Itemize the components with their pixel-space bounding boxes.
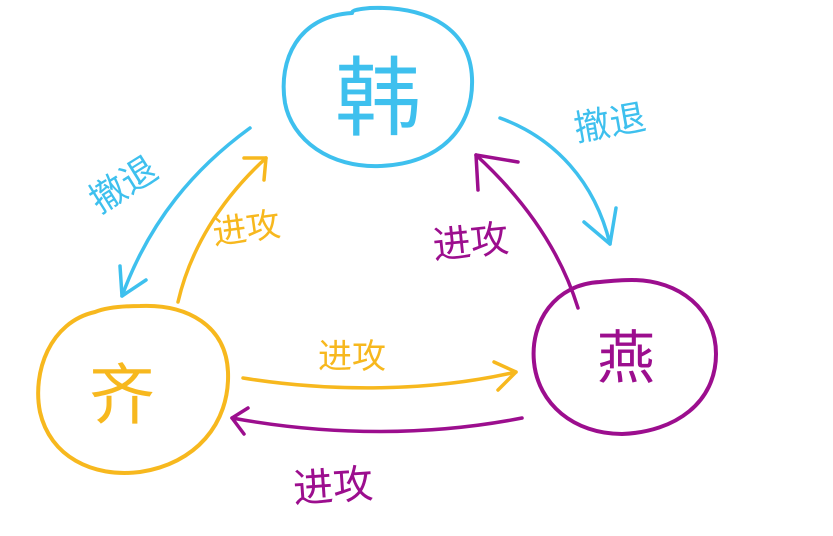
edge-han-to-yan: 撤退 xyxy=(498,97,649,246)
edge-han-to-yan-label: 撤退 xyxy=(571,97,649,150)
edge-qi-to-han: 进攻 xyxy=(176,156,283,304)
edge-qi-to-han-line xyxy=(176,156,268,304)
edge-yan-to-han: 进攻 xyxy=(431,153,580,310)
edge-qi-to-han-label: 进攻 xyxy=(210,205,283,254)
node-han-circle xyxy=(281,5,475,169)
node-qi-label: 齐 xyxy=(89,357,155,434)
node-yan-circle xyxy=(531,278,718,436)
edge-yan-to-qi-label: 进攻 xyxy=(292,461,375,512)
edge-han-to-yan-line xyxy=(498,116,612,246)
node-han-label: 韩 xyxy=(335,49,421,149)
edge-qi-to-yan: 进攻 xyxy=(241,337,518,392)
node-yan-label: 燕 xyxy=(597,324,655,392)
edge-qi-to-yan-arrowhead xyxy=(492,360,518,392)
node-qi: 齐 xyxy=(36,303,231,475)
edge-han-to-qi-line xyxy=(120,126,252,298)
edge-han-to-qi-label: 撤退 xyxy=(83,149,166,222)
edge-yan-to-han-arrowhead xyxy=(474,153,520,192)
edge-yan-to-qi: 进攻 xyxy=(230,406,524,513)
edge-yan-to-qi-line xyxy=(230,416,524,434)
edge-yan-to-qi-arrowhead xyxy=(230,406,250,436)
edge-qi-to-yan-label: 进攻 xyxy=(318,337,386,377)
node-qi-circle xyxy=(36,303,231,475)
edge-qi-to-yan-line xyxy=(241,370,518,390)
edge-han-to-yan-arrowhead xyxy=(582,206,618,246)
edge-han-to-qi-arrowhead xyxy=(118,264,148,298)
edge-yan-to-han-label: 进攻 xyxy=(431,216,511,268)
node-han: 韩 xyxy=(281,5,475,169)
node-yan: 燕 xyxy=(531,278,718,436)
edge-yan-to-han-line xyxy=(474,153,580,310)
edge-qi-to-han-arrowhead xyxy=(242,156,268,182)
